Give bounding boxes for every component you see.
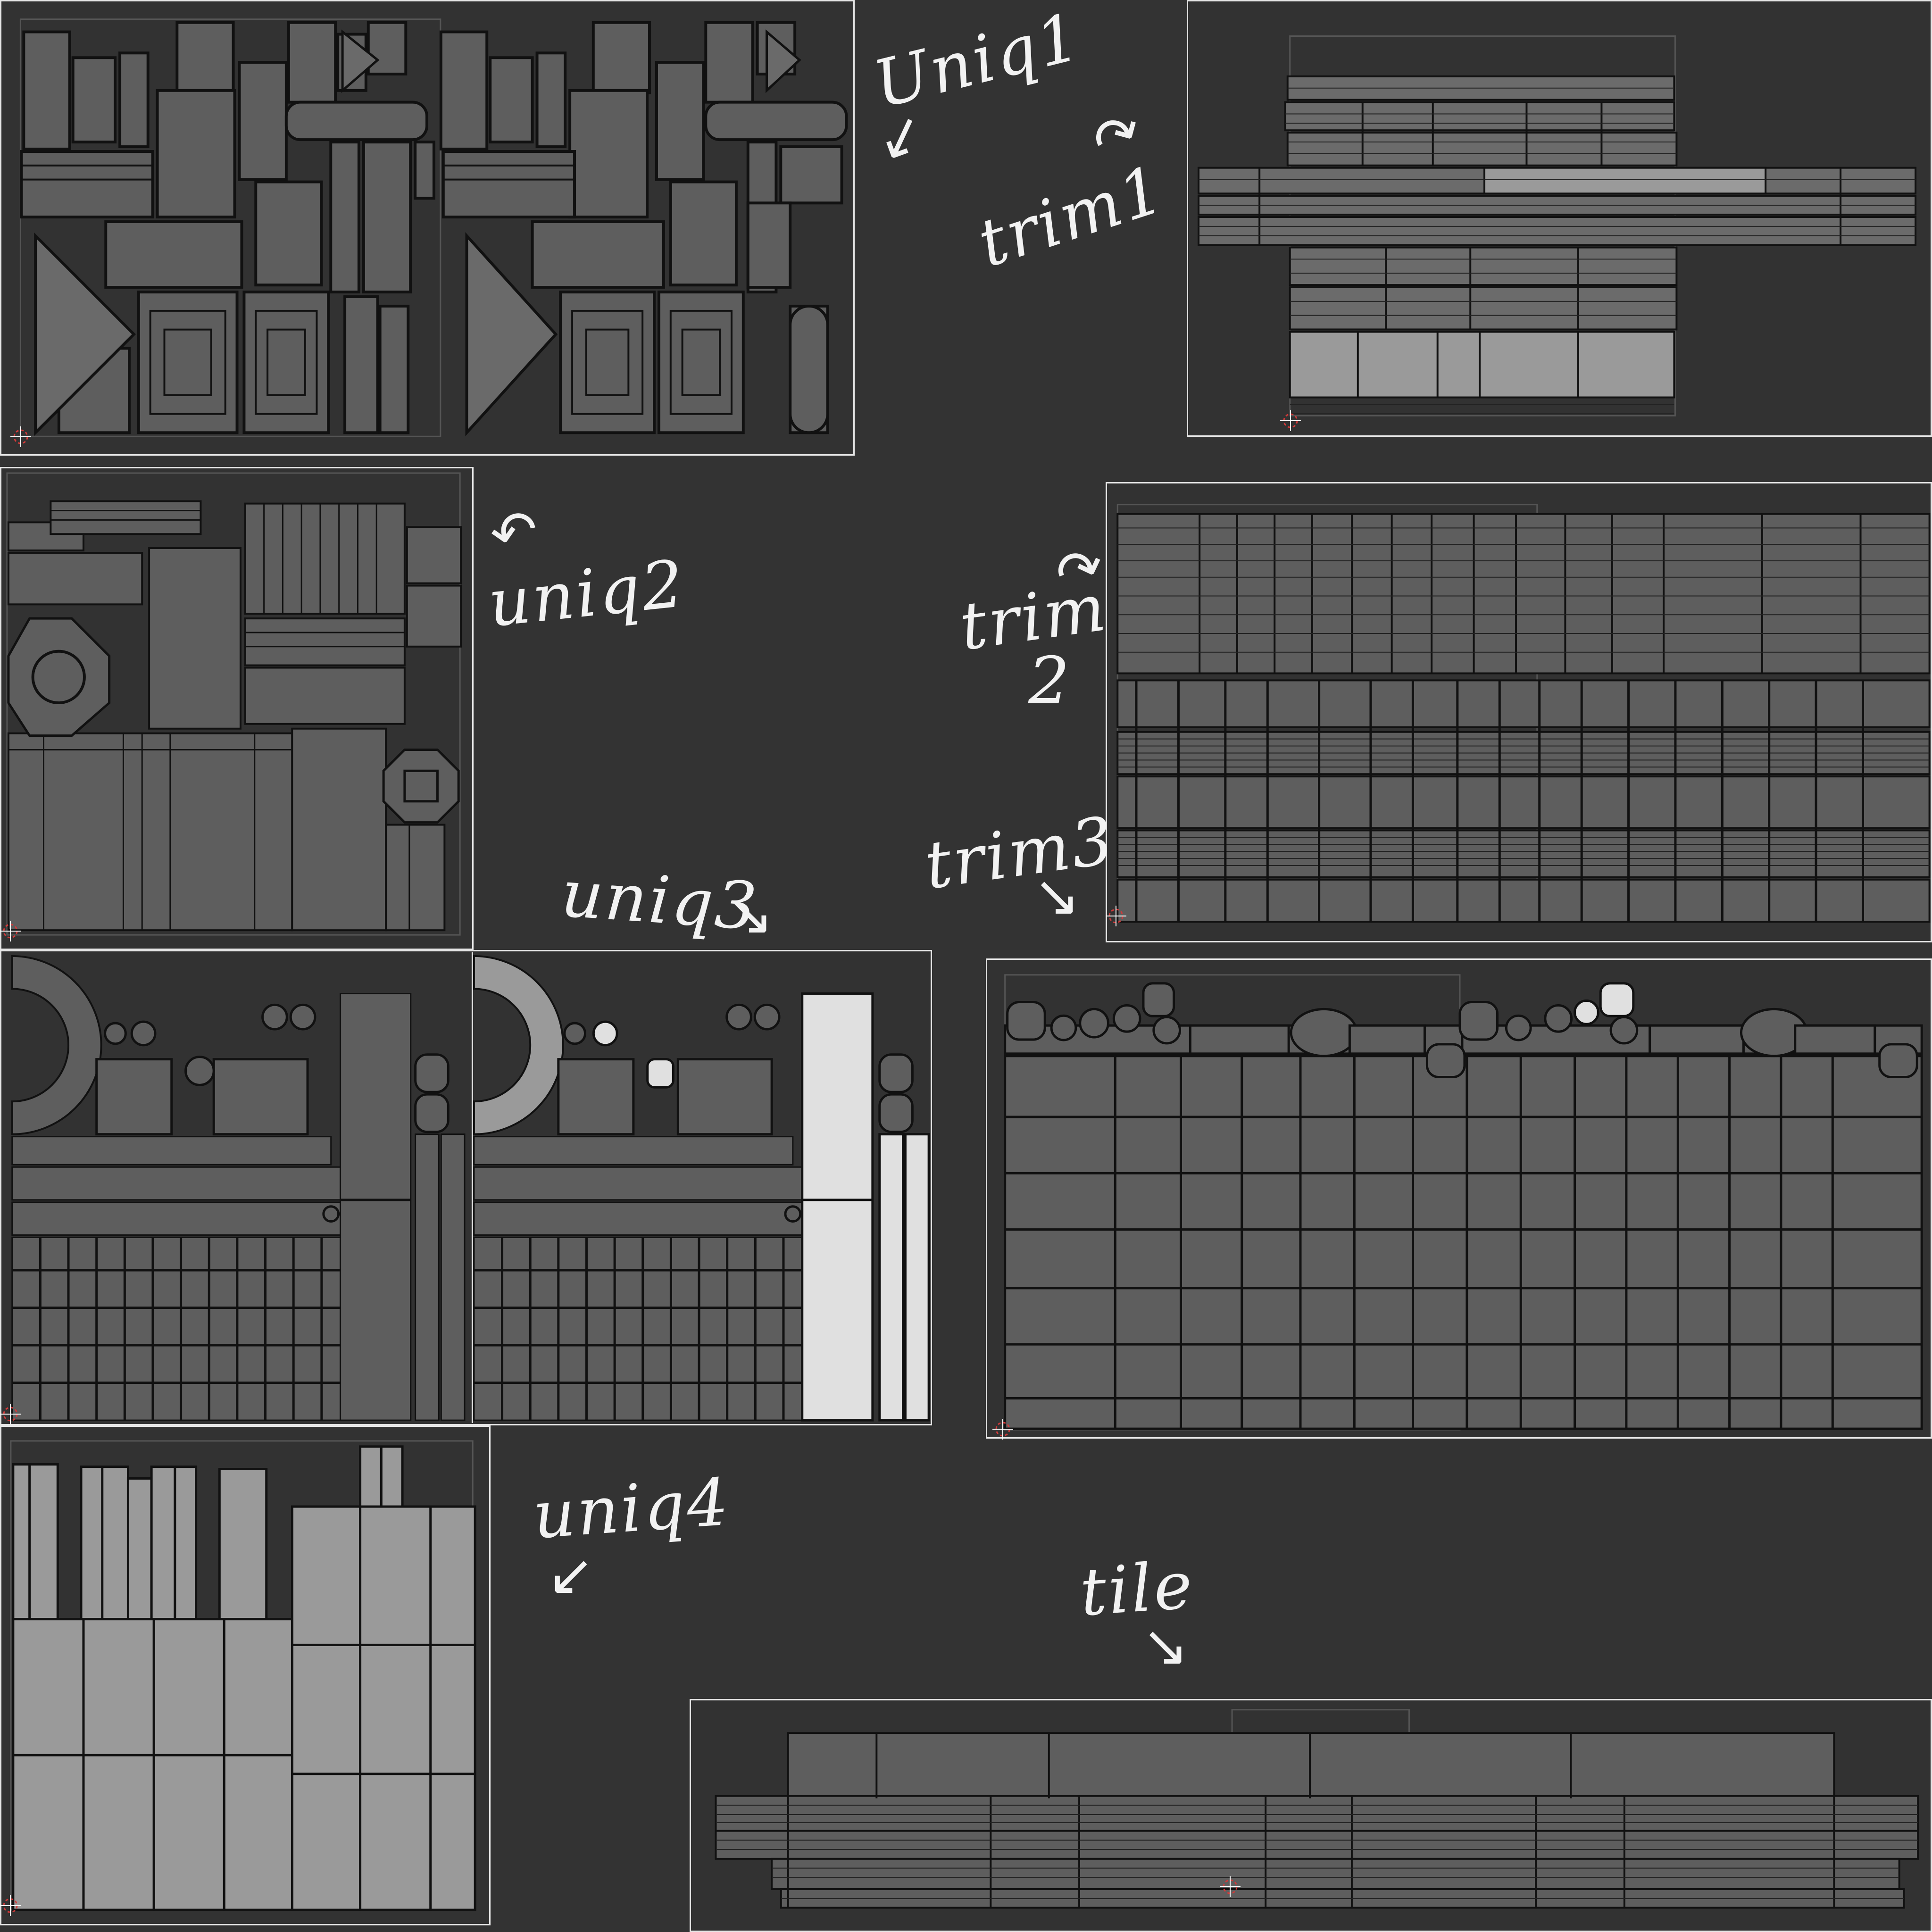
arrow-icon-uniq3: ↘	[726, 882, 774, 948]
uv-islands-tile	[715, 1709, 1919, 1909]
uv-panel-uniq1[interactable]	[0, 0, 855, 456]
3d-cursor-icon-tile-grid	[992, 1419, 1013, 1440]
3d-cursor-icon-uniq1	[10, 426, 31, 447]
arrow-icon-trim3: ↘	[1033, 863, 1081, 929]
uv-islands-trim1	[1198, 35, 1917, 416]
3d-cursor-icon-uniq4	[0, 1895, 21, 1916]
uv-panel-uniq3[interactable]	[0, 950, 932, 1425]
uv-islands-uniq1	[19, 18, 848, 437]
label-trim3: trim3	[920, 802, 1120, 904]
uv-islands-uniq2	[6, 472, 462, 936]
label-trim2-b: 2	[1028, 643, 1072, 719]
3d-cursor-icon-trim2	[1106, 906, 1126, 926]
label-trim1: trim1	[969, 150, 1174, 282]
uv-panel-trim2-trim3[interactable]	[1106, 482, 1932, 942]
label-uniq1: Uniq1	[866, 0, 1089, 123]
uv-islands-tile-grid	[1004, 974, 1923, 1431]
3d-cursor-icon-tile	[1220, 1876, 1241, 1897]
uv-panel-tile[interactable]	[690, 1699, 1932, 1932]
uv-panel-trim1[interactable]	[1187, 0, 1932, 437]
arrow-icon-uniq4: ↙	[547, 1542, 595, 1608]
arrow-icon-uniq2: ↶	[485, 496, 543, 569]
3d-cursor-icon-uniq2	[0, 921, 21, 941]
uv-panel-tile-grid[interactable]	[986, 958, 1932, 1439]
uv-islands-trim2-trim3	[1116, 504, 1931, 923]
arrow-icon-tile: ↘	[1141, 1613, 1189, 1679]
label-uniq4: uniq4	[530, 1464, 733, 1554]
3d-cursor-icon-uniq3	[0, 1404, 21, 1424]
3d-cursor-icon-trim1	[1280, 410, 1301, 431]
uv-panel-uniq2[interactable]	[0, 467, 474, 950]
uv-islands-uniq4	[10, 1440, 476, 1911]
uv-panel-uniq4[interactable]	[0, 1425, 491, 1925]
uv-islands-uniq3	[11, 952, 930, 1424]
